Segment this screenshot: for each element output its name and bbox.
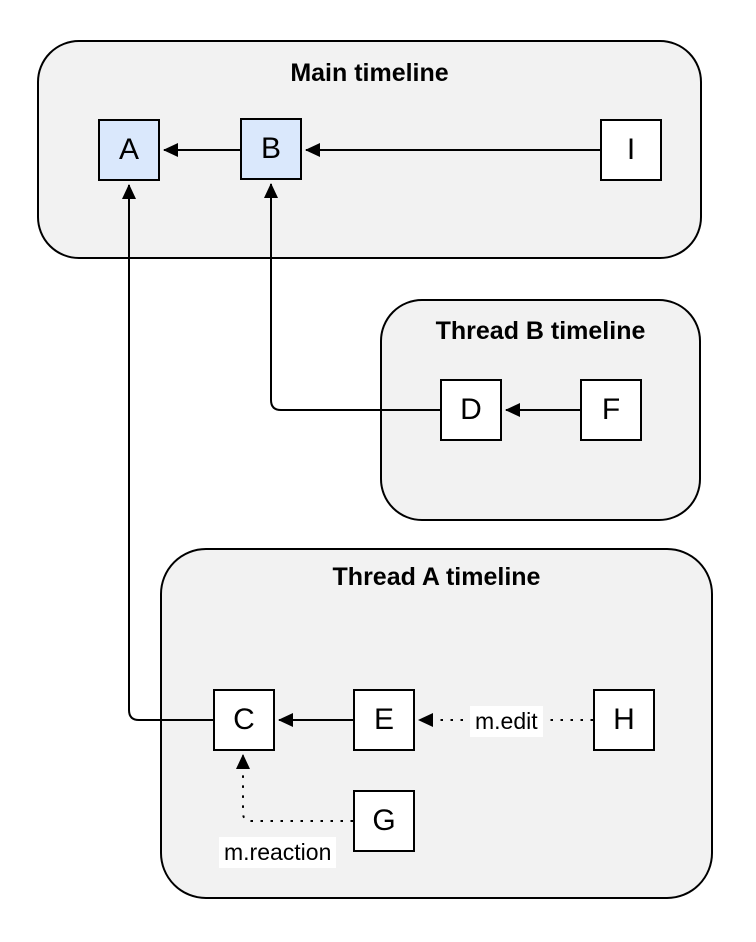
edge-g-to-c [236, 754, 353, 822]
node-h: H [593, 689, 655, 751]
edge-label-m-edit: m.edit [470, 706, 543, 737]
node-b: B [240, 118, 302, 180]
container-title-thread-b-timeline: Thread B timeline [435, 317, 646, 345]
node-c: C [213, 689, 275, 751]
edge-c-to-a [122, 184, 213, 721]
node-d: D [440, 379, 502, 441]
container-title-thread-a-timeline: Thread A timeline [332, 563, 541, 591]
node-f: F [580, 379, 642, 441]
edge-d-to-b [264, 183, 440, 411]
node-e: E [353, 689, 415, 751]
node-a: A [98, 119, 160, 181]
container-title-main-timeline: Main timeline [290, 59, 449, 87]
edge-label-m-reaction: m.reaction [219, 837, 337, 868]
node-g: G [353, 790, 415, 852]
node-i: I [600, 119, 662, 181]
